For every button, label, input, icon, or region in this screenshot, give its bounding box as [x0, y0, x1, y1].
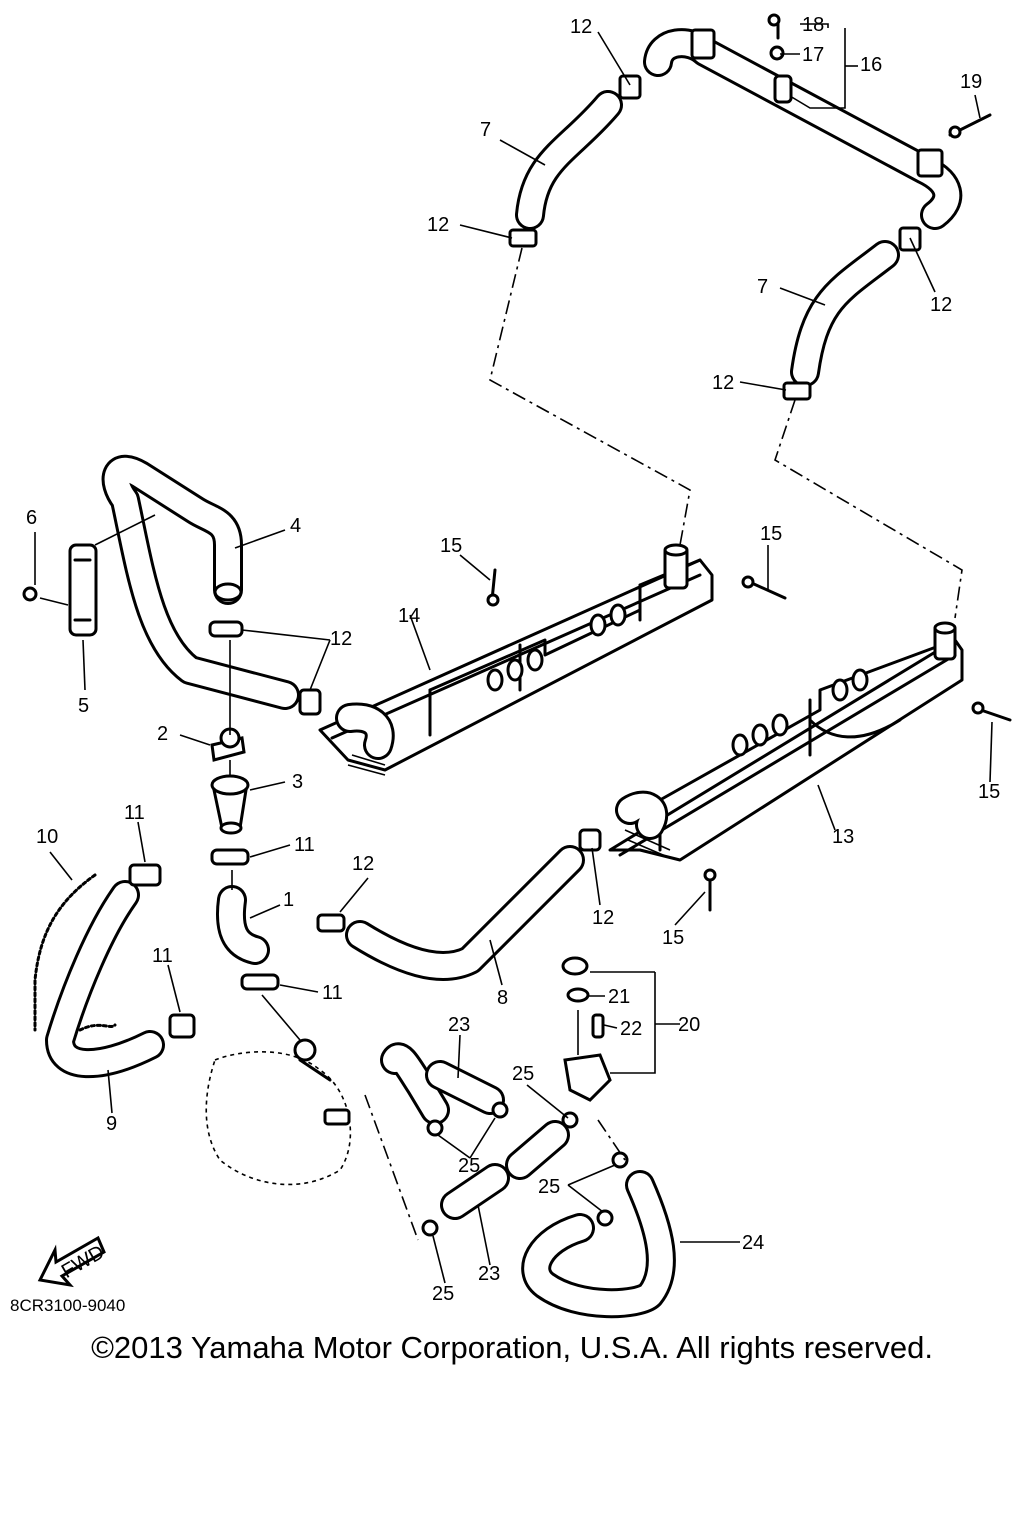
hose-7-upper	[508, 74, 642, 248]
callout-12: 12	[712, 372, 734, 394]
callout-12: 12	[352, 853, 374, 875]
callout-12: 12	[570, 16, 592, 38]
cross-pipe-assembly	[643, 13, 963, 230]
clamp-12-d	[578, 828, 602, 852]
clamp-11-a	[210, 848, 250, 866]
hose-4	[101, 454, 300, 710]
callout-12: 12	[427, 214, 449, 236]
clamp-12-a	[208, 620, 244, 638]
callout-20: 20	[678, 1014, 700, 1036]
callout-24: 24	[742, 1232, 764, 1254]
callout-15: 15	[760, 523, 782, 545]
callout-14: 14	[398, 605, 420, 627]
cap-2	[210, 727, 246, 762]
callout-21: 21	[608, 986, 630, 1008]
clamp-12-b	[298, 688, 322, 716]
callout-3: 3	[292, 771, 303, 793]
callout-12: 12	[592, 907, 614, 929]
callout-11: 11	[124, 802, 145, 824]
hose-23-lower	[440, 1120, 570, 1220]
callout-8: 8	[497, 987, 508, 1009]
hose-8	[345, 845, 585, 981]
fwd-arrow: FWD	[37, 1235, 108, 1288]
callout-25: 25	[512, 1063, 534, 1085]
callout-15: 15	[978, 781, 1000, 803]
callout-11: 11	[294, 834, 315, 856]
hose-23-upper	[380, 1042, 505, 1125]
callout-15: 15	[662, 927, 684, 949]
callout-7: 7	[480, 119, 491, 141]
callout-2: 2	[157, 723, 168, 745]
clamp-11-c	[128, 863, 162, 887]
leader-pump	[229, 640, 301, 1041]
callout-16: 16	[860, 54, 882, 76]
callout-6: 6	[26, 507, 37, 529]
callout-5: 5	[78, 695, 89, 717]
callout-leaders	[34, 23, 993, 1284]
callout-17: 17	[802, 44, 824, 66]
callout-12: 12	[330, 628, 352, 650]
callout-18: 18	[802, 14, 824, 36]
callout-11: 11	[152, 945, 173, 967]
bolt-19	[948, 113, 992, 139]
callout-4: 4	[290, 515, 301, 537]
bolts-15	[486, 568, 1012, 912]
valve-assembly-20	[561, 956, 612, 1102]
heat-exchanger-13	[608, 621, 964, 862]
callout-25: 25	[538, 1176, 560, 1198]
callout-19: 19	[960, 71, 982, 93]
copyright-notice: ©2013 Yamaha Motor Corporation, U.S.A. A…	[91, 1330, 933, 1365]
callout-9: 9	[106, 1113, 117, 1135]
callout-7: 7	[757, 276, 768, 298]
hose-7-lower	[782, 226, 922, 401]
clamp-11-b	[240, 973, 280, 991]
leader-hose7-upper	[489, 247, 691, 546]
parts-diagram: FWD	[22, 13, 1012, 1319]
hose-24	[521, 1170, 676, 1319]
hose-10	[33, 873, 117, 1032]
heat-exchanger-14	[318, 543, 714, 776]
callout-11: 11	[322, 982, 343, 1004]
callout-25: 25	[432, 1283, 454, 1305]
callout-1: 1	[283, 889, 294, 911]
clamp-11-d	[168, 1013, 196, 1039]
pump-housing	[205, 1038, 352, 1186]
callout-labels: 12 18 17 16 19 7 12 7 12 12 6 4 15 15 14…	[26, 14, 1000, 1305]
callout-25: 25	[458, 1155, 480, 1177]
callout-23: 23	[478, 1263, 500, 1285]
fitting-3	[210, 774, 250, 835]
clamps-25	[421, 1101, 629, 1237]
callout-13: 13	[832, 826, 854, 848]
callout-10: 10	[36, 826, 58, 848]
bracket-5	[22, 543, 98, 637]
hose-1	[215, 885, 270, 965]
callout-12: 12	[930, 294, 952, 316]
hose-9	[45, 880, 165, 1079]
callout-22: 22	[620, 1018, 642, 1040]
drawing-code: 8CR3100-9040	[10, 1296, 126, 1315]
callout-15: 15	[440, 535, 462, 557]
clamp-12-c	[316, 913, 346, 933]
callout-23: 23	[448, 1014, 470, 1036]
leader-hose7-lower	[774, 399, 963, 619]
leader-lower	[364, 1094, 626, 1241]
